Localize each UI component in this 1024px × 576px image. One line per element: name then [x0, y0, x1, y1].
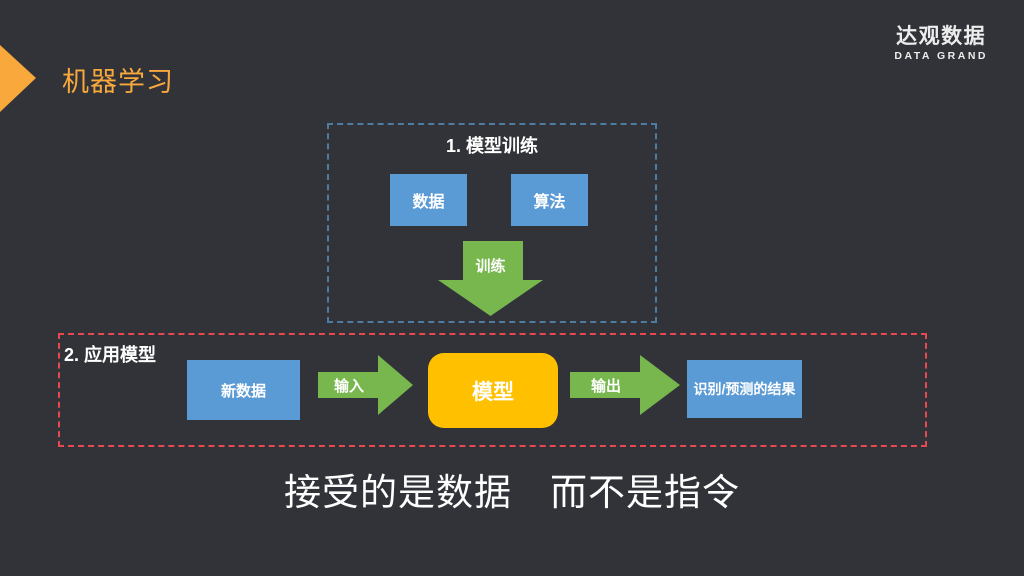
- brand-logo: 达观数据 DATA GRAND: [894, 25, 988, 62]
- output-arrow-label: 输出: [590, 377, 621, 395]
- result-node: 识别/预测的结果: [687, 360, 802, 418]
- slide-caption: 接受的是数据 而不是指令: [284, 472, 740, 513]
- data-node: 数据: [390, 174, 467, 226]
- apply-section-label: 2. 应用模型: [64, 345, 157, 365]
- train-arrow-label: 训练: [475, 257, 506, 275]
- brand-logo-cn: 达观数据: [896, 25, 987, 48]
- training-section-label: 1. 模型训练: [445, 136, 538, 156]
- right-arrow-icon: [570, 355, 680, 415]
- title-chevron-icon: [0, 45, 36, 112]
- brand-logo-en: DATA GRAND: [894, 50, 988, 63]
- down-arrow-icon: [438, 241, 543, 316]
- output-arrow: 输出: [570, 355, 680, 415]
- algorithm-node: 算法: [511, 174, 588, 226]
- apply-section-frame: [58, 333, 927, 447]
- input-arrow: 输入: [318, 355, 413, 415]
- right-arrow-icon: [318, 355, 413, 415]
- input-arrow-label: 输入: [333, 377, 364, 395]
- page-title: 机器学习: [62, 67, 174, 97]
- model-node: 模型: [428, 353, 558, 428]
- train-arrow: 训练: [438, 241, 543, 316]
- training-section-frame: [327, 123, 657, 323]
- new-data-node: 新数据: [187, 360, 300, 420]
